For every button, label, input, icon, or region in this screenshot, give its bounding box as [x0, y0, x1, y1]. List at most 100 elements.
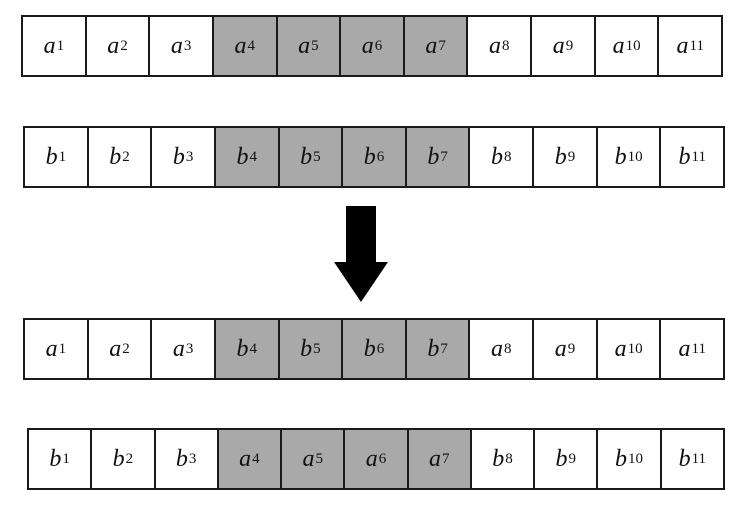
gene-symbol: b	[236, 143, 249, 170]
gene-index: 7	[440, 148, 448, 165]
gene-index: 9	[568, 450, 577, 467]
gene-index: 6	[378, 450, 387, 467]
gene-index: 5	[315, 450, 323, 467]
gene-symbol: b	[555, 445, 568, 472]
gene-index: 8	[504, 340, 512, 357]
gene-symbol: b	[678, 143, 691, 170]
gene-index: 11	[691, 340, 706, 357]
gene-index: 9	[565, 37, 574, 54]
gene-symbol: a	[491, 335, 504, 362]
gene-index: 8	[504, 148, 512, 165]
gene-symbol: a	[554, 335, 567, 362]
gene-index: 10	[628, 450, 644, 467]
gene-symbol: a	[239, 445, 252, 472]
gene-symbol: b	[492, 445, 505, 472]
gene-symbol: b	[678, 445, 691, 472]
gene-index: 2	[125, 450, 134, 467]
gene-symbol: b	[109, 143, 122, 170]
gene-index: 11	[691, 148, 706, 165]
gene-index: 10	[627, 340, 643, 357]
gene-symbol: a	[614, 335, 627, 362]
gene-index: 5	[313, 148, 321, 165]
gene-index: 10	[627, 148, 643, 165]
gene-symbol: b	[615, 445, 628, 472]
gene-symbol: b	[614, 143, 627, 170]
gene-index: 3	[188, 450, 197, 467]
gene-symbol: b	[491, 143, 504, 170]
gene-index: 6	[374, 37, 383, 54]
gene-index: 8	[502, 37, 510, 54]
gene-symbol: a	[302, 445, 315, 472]
gene-index: 1	[58, 340, 67, 357]
gene-symbol: b	[175, 445, 188, 472]
down-arrow-icon	[334, 206, 388, 302]
gene-symbol: a	[45, 335, 58, 362]
gene-symbol: a	[425, 32, 438, 59]
gene-symbol: b	[112, 445, 125, 472]
gene-index: 1	[62, 450, 70, 467]
gene-index: 2	[122, 340, 130, 357]
gene-index: 5	[313, 340, 321, 357]
gene-symbol: b	[427, 335, 440, 362]
gene-symbol: a	[109, 335, 122, 362]
gene-index: 3	[185, 148, 194, 165]
gene-index: 11	[691, 450, 707, 467]
gene-symbol: b	[300, 143, 313, 170]
gene-symbol: b	[300, 335, 313, 362]
gene-index: 4	[249, 148, 257, 165]
gene-index: 2	[120, 37, 128, 54]
gene-index: 6	[376, 340, 385, 357]
gene-symbol: a	[172, 335, 185, 362]
gene-index: 7	[440, 340, 448, 357]
gene-index: 3	[185, 340, 194, 357]
gene-index: 1	[56, 37, 65, 54]
gene-index: 10	[625, 37, 641, 54]
gene-symbol: a	[361, 32, 374, 59]
gene-index: 4	[247, 37, 255, 54]
gene-index: 1	[58, 148, 67, 165]
gene-index: 2	[122, 148, 130, 165]
gene-index: 7	[441, 450, 450, 467]
gene-symbol: a	[552, 32, 565, 59]
gene-symbol: b	[236, 335, 249, 362]
gene-symbol: a	[365, 445, 378, 472]
gene-symbol: b	[427, 143, 440, 170]
